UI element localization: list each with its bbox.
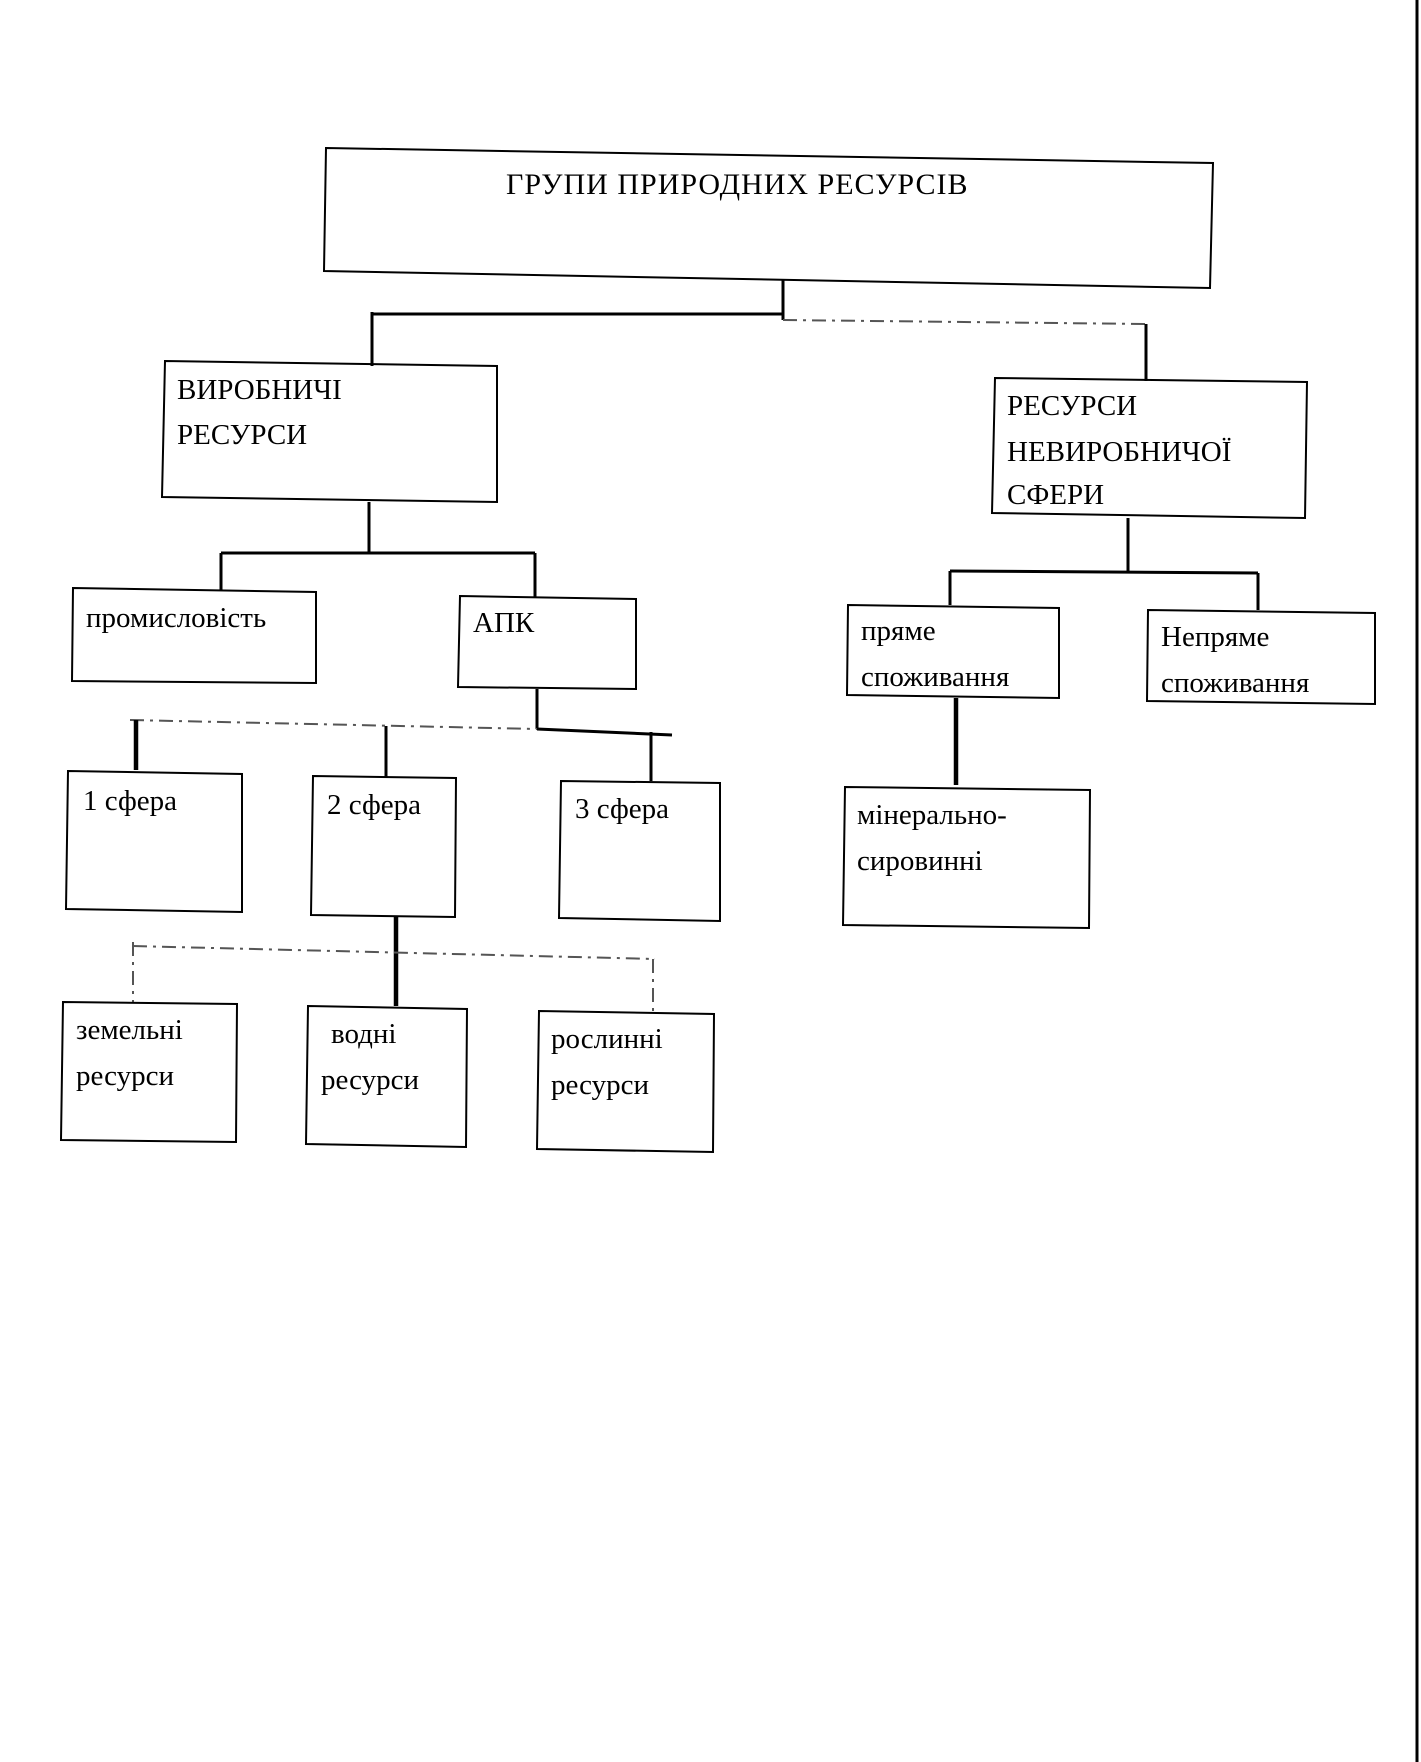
- sphere-2-label: 2 сфера: [327, 789, 421, 821]
- root-node: ГРУПИ ПРИРОДНИХ РЕСУРСІВ: [322, 146, 1215, 290]
- sphere-3-label: 3 сфера: [575, 793, 669, 825]
- land-resources-line2: ресурси: [76, 1060, 174, 1092]
- connector-root-right: [782, 319, 1147, 325]
- productive-resources-label-line2: РЕСУРСИ: [177, 419, 307, 451]
- sphere-1-label: 1 сфера: [83, 785, 177, 817]
- nonproductive-label-line1: РЕСУРСИ: [1007, 390, 1137, 422]
- indirect-consumption-node: Непряме споживання: [1145, 608, 1376, 706]
- connector-nonproductive-horizontal: [949, 569, 1259, 575]
- water-resources-node: водні ресурси: [304, 1004, 469, 1149]
- apk-node: АПК: [456, 594, 637, 691]
- direct-consumption-node: пряме споживання: [845, 603, 1060, 700]
- plant-resources-line2: ресурси: [551, 1069, 649, 1101]
- sphere-1-node: 1 сфера: [64, 769, 243, 914]
- direct-consumption-line2: споживання: [861, 661, 1009, 693]
- water-resources-line2: ресурси: [321, 1064, 419, 1096]
- land-resources-node: земельні ресурси: [59, 1000, 239, 1144]
- mineral-resources-line2: сировинні: [857, 845, 983, 877]
- connector-spheres-horizontal-left: [129, 719, 538, 730]
- productive-resources-label-line1: ВИРОБНИЧІ: [177, 374, 342, 406]
- mineral-resources-node: мінерально- сировинні: [841, 785, 1092, 930]
- industry-node: промисловість: [70, 586, 317, 685]
- indirect-consumption-line2: споживання: [1161, 667, 1309, 699]
- indirect-consumption-line1: Непряме: [1161, 621, 1269, 653]
- direct-consumption-line1: пряме: [861, 615, 936, 647]
- productive-resources-node: ВИРОБНИЧІ РЕСУРСИ: [160, 359, 498, 504]
- connector-resources-horizontal: [132, 945, 656, 960]
- sphere-3-node: 3 сфера: [557, 779, 721, 923]
- mineral-resources-line1: мінерально-: [857, 799, 1007, 831]
- nonproductive-label-line3: СФЕРИ: [1007, 479, 1104, 511]
- sphere-2-node: 2 сфера: [309, 774, 458, 919]
- nonproductive-resources-node: РЕСУРСИ НЕВИРОБНИЧОЇ СФЕРИ: [990, 376, 1309, 520]
- root-title: ГРУПИ ПРИРОДНИХ РЕСУРСІВ: [506, 168, 968, 201]
- industry-label: промисловість: [86, 602, 266, 634]
- plant-resources-line1: рослинні: [551, 1023, 663, 1055]
- water-resources-line1: водні: [331, 1018, 397, 1050]
- apk-label: АПК: [473, 607, 535, 639]
- land-resources-line1: земельні: [76, 1014, 183, 1046]
- nonproductive-label-line2: НЕВИРОБНИЧОЇ: [1007, 436, 1231, 468]
- plant-resources-node: рослинні ресурси: [535, 1009, 716, 1154]
